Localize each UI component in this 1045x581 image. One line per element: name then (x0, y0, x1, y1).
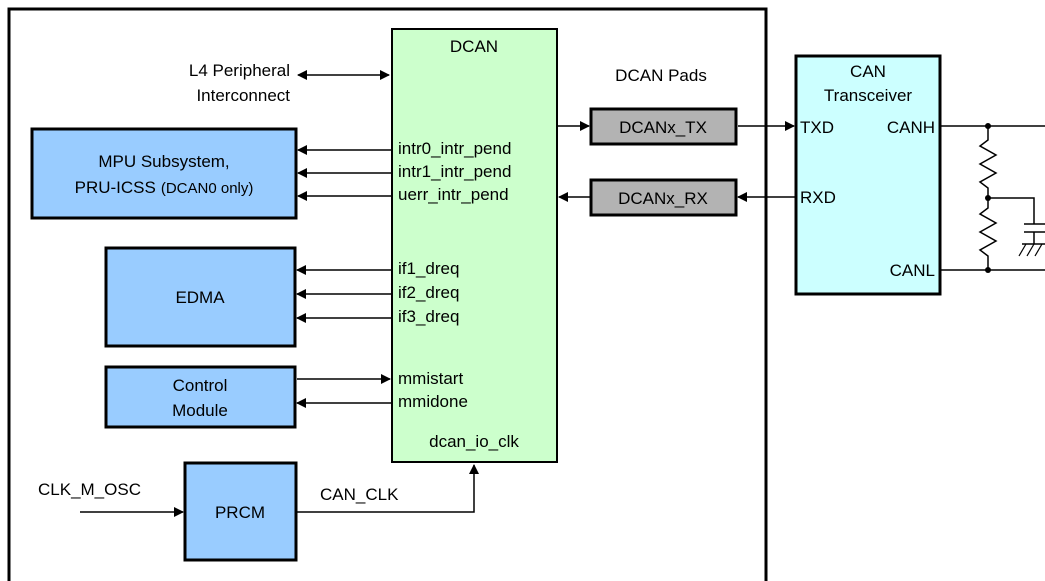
mpu-subsystem-block (30, 127, 298, 220)
mpu-label-line1: MPU Subsystem, (98, 152, 229, 171)
capacitor-lead (988, 197, 1035, 224)
edma-label: EDMA (175, 288, 225, 307)
canl-pin-label: CANL (890, 261, 935, 280)
dcan-rx-pad-label: DCANx_RX (618, 189, 708, 208)
device-boundary (7, 7, 768, 581)
ground-hatch-1 (1018, 243, 1027, 257)
dcan-tx-pad (589, 107, 738, 146)
can-transceiver-block (794, 54, 942, 296)
transceiver-label-line2: Transceiver (824, 86, 913, 105)
l4-label-line1: L4 Peripheral (189, 61, 290, 80)
signal-intr1: intr1_intr_pend (398, 162, 511, 181)
can-clk-label: CAN_CLK (320, 485, 399, 504)
prcm-label: PRCM (215, 503, 265, 522)
control-module-block (104, 365, 297, 429)
control-label-line2: Module (172, 401, 228, 420)
dcan-tx-pad-label: DCANx_TX (619, 118, 707, 137)
txd-pin-label: TXD (800, 118, 834, 137)
l4-label-line2: Interconnect (196, 86, 290, 105)
control-label-line1: Control (173, 376, 228, 395)
prcm-block (183, 461, 298, 562)
signal-if3: if3_dreq (398, 307, 459, 326)
termination-resistor-upper (978, 126, 998, 198)
signal-uerr: uerr_intr_pend (398, 185, 509, 204)
ground-hatch-3 (1034, 243, 1043, 257)
ground-hatch-2 (1026, 243, 1035, 257)
signal-dcan-io-clk: dcan_io_clk (429, 432, 519, 451)
can-clk-arrow (297, 464, 479, 513)
edma-block (104, 246, 297, 348)
dcan-title: DCAN (450, 37, 498, 56)
termination-resistor-lower (978, 198, 998, 270)
signal-mmidone: mmidone (398, 392, 468, 411)
dcan-pads-title: DCAN Pads (615, 66, 707, 85)
clk-m-osc-label: CLK_M_OSC (38, 480, 141, 499)
dcan-module (391, 28, 558, 463)
rxd-pin-label: RXD (800, 188, 836, 207)
signal-if2: if2_dreq (398, 283, 459, 302)
signal-if1: if1_dreq (398, 259, 459, 278)
dcan-rx-pad (589, 178, 738, 217)
transceiver-label-line1: CAN (850, 62, 886, 81)
mpu-label-line2: PRU-ICSS(DCAN0 only) (75, 178, 254, 197)
canh-pin-label: CANH (887, 118, 935, 137)
signal-intr0: intr0_intr_pend (398, 139, 511, 158)
signal-mmistart: mmistart (398, 369, 463, 388)
